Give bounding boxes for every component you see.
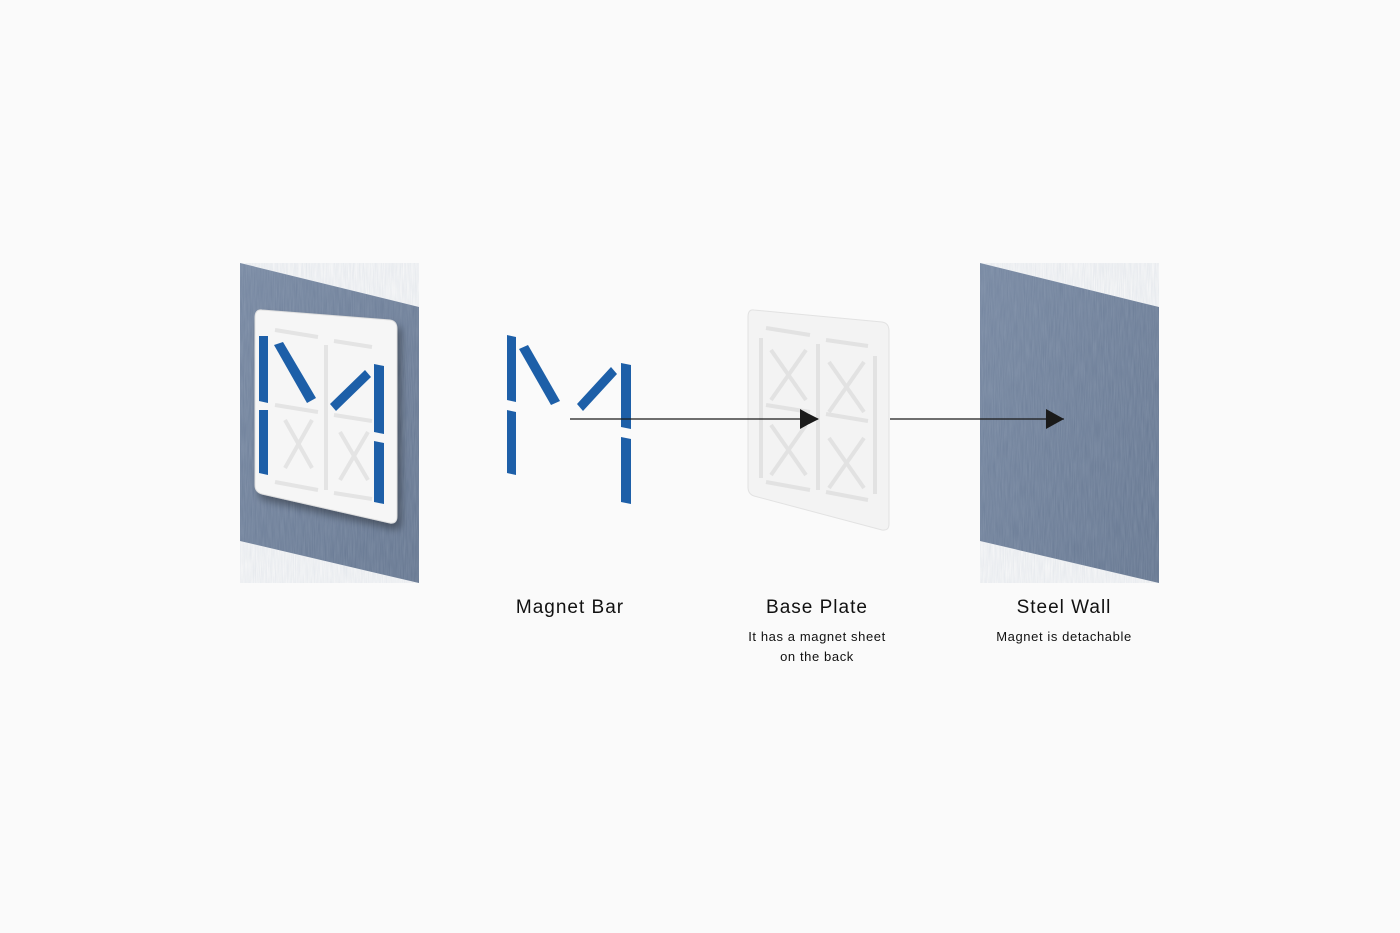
magnet-letter-assembled	[259, 336, 384, 504]
plate-grooves-exploded	[759, 326, 877, 502]
arrowhead-wall	[1046, 409, 1064, 429]
magnet-bar-3	[519, 345, 560, 405]
arrowhead-plate	[800, 409, 818, 429]
base-plate-title: Base Plate	[766, 597, 868, 618]
base-plate-label: Base Plate It has a magnet sheet on the …	[697, 597, 937, 667]
magnet-bar-4	[577, 367, 617, 411]
magnet-bars-exploded	[507, 335, 631, 504]
steel-wall-description-line: Magnet is detachable	[996, 629, 1132, 644]
base-plate-description-line: It has a magnet sheet	[748, 629, 886, 644]
base-plate-exploded	[747, 309, 890, 531]
base-plate-description-line: on the back	[780, 649, 854, 664]
magnet-bar-label: Magnet Bar	[450, 597, 690, 619]
assembled-view	[240, 263, 419, 583]
steel-wall-title: Steel Wall	[1016, 597, 1112, 618]
steel-wall-exploded	[980, 263, 1159, 583]
magnet-bar-6	[621, 437, 631, 504]
plate-grooves-assembled	[274, 328, 373, 501]
magnet-bar-2	[507, 410, 516, 475]
magnet-bar-1	[507, 335, 516, 402]
magnet-bar-title: Magnet Bar	[515, 597, 625, 618]
base-plate-description: It has a magnet sheet on the back	[697, 627, 937, 667]
steel-wall-label: Steel Wall Magnet is detachable	[944, 597, 1184, 647]
magnet-bar-5	[621, 363, 631, 429]
steel-wall-description: Magnet is detachable	[944, 627, 1184, 647]
